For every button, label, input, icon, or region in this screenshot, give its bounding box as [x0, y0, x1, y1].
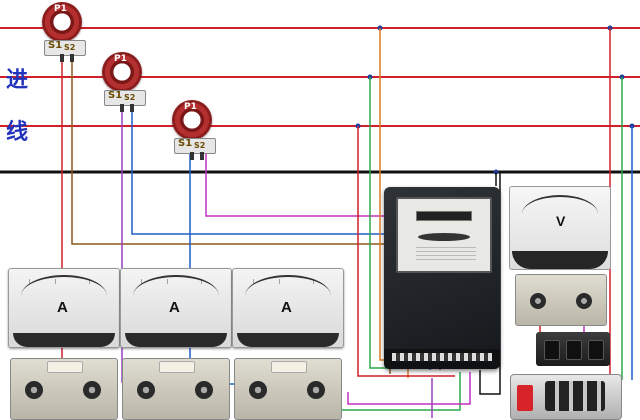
- ammeter-1: | | | A: [8, 268, 120, 420]
- terminal-screw-icon: [137, 381, 155, 399]
- scale-mark: |: [29, 279, 31, 285]
- ammeter-terminal-body: [234, 358, 342, 420]
- scale-mark: |: [201, 279, 203, 285]
- meter-scale-arc: [245, 275, 331, 317]
- ammeter-face: | | | A: [120, 268, 232, 348]
- energy-counter: [416, 211, 472, 221]
- ammeter-unit: A: [169, 299, 180, 316]
- voltmeter-unit: V: [556, 213, 566, 229]
- terminal-screw-icon: [249, 381, 267, 399]
- scale-mark: |: [167, 279, 169, 285]
- ct-p1-label: P1: [114, 54, 127, 64]
- terminal-screw-icon: [307, 381, 325, 399]
- ammeter-terminal-body: [122, 358, 230, 420]
- meter-cap: [47, 361, 83, 373]
- incoming-label-1: 进: [6, 68, 30, 93]
- ct-s2-label: S2: [64, 43, 76, 52]
- terminal-screw-icon: [195, 381, 213, 399]
- ct-ring-icon: [42, 2, 82, 42]
- switch-contact: [544, 340, 560, 360]
- voltmeter: V: [509, 186, 611, 326]
- nameplate-lines: [416, 247, 476, 261]
- scale-mark: |: [313, 279, 315, 285]
- wire-neutral-return: [479, 172, 501, 395]
- switch-handle-icon: [517, 385, 533, 411]
- ct-terminal-block: [104, 90, 146, 106]
- meter-base: [237, 333, 339, 347]
- ct-terminal: [70, 54, 74, 62]
- ct-terminal-block: [174, 138, 216, 154]
- ct-p1-label: P1: [54, 4, 67, 14]
- ct-s2-label: S2: [124, 93, 136, 102]
- ct-s1-label: S1: [178, 138, 193, 149]
- scale-mark: |: [89, 279, 91, 285]
- meter-base: [512, 251, 608, 269]
- ct-terminal: [190, 152, 194, 160]
- scale-mark: |: [55, 279, 57, 285]
- ct-terminal: [60, 54, 64, 62]
- energy-meter-window: [396, 197, 492, 273]
- terminal-screw-icon: [25, 381, 43, 399]
- switch-contact: [588, 340, 604, 360]
- current-transformer-3: P1 S1 S2: [170, 100, 226, 162]
- scale-mark: |: [253, 279, 255, 285]
- scale-mark: |: [279, 279, 281, 285]
- ct-s2-label: S2: [194, 141, 206, 150]
- voltmeter-selector-switch: [510, 330, 622, 420]
- scale-mark: |: [141, 279, 143, 285]
- meter-cap: [159, 361, 195, 373]
- meter-scale-arc: [522, 195, 598, 233]
- meter-base: [13, 333, 115, 347]
- terminal-screw-icon: [83, 381, 101, 399]
- ammeter-face: | | | A: [232, 268, 344, 348]
- ammeter-terminal-body: [10, 358, 118, 420]
- ammeter-face: | | | A: [8, 268, 120, 348]
- ct-p1-label: P1: [184, 102, 197, 112]
- terminal-screw-icon: [576, 293, 592, 309]
- switch-body: [510, 374, 622, 420]
- energy-terminals: [392, 353, 492, 361]
- energy-meter: [384, 187, 500, 369]
- ammeter-unit: A: [57, 299, 68, 316]
- wire-phase-c: [357, 126, 455, 377]
- ct-terminal-block: [44, 40, 86, 56]
- voltmeter-terminal-body: [515, 274, 607, 326]
- energy-disk: [418, 233, 470, 241]
- wire-em-out-2: [347, 372, 471, 405]
- terminal-screw-icon: [530, 293, 546, 309]
- meter-scale-arc: [21, 275, 107, 317]
- meter-base: [125, 333, 227, 347]
- incoming-label-2: 线: [6, 120, 30, 145]
- switch-contact-block: [536, 332, 610, 366]
- current-transformer-2: P1 S1 S2: [100, 52, 156, 114]
- current-transformer-1: P1 S1 S2: [40, 2, 96, 64]
- ct-s1-label: S1: [48, 40, 63, 51]
- ct-ring-icon: [102, 52, 142, 92]
- ct-s1-label: S1: [108, 90, 123, 101]
- ammeter-2: | | | A: [120, 268, 232, 420]
- meter-cap: [271, 361, 307, 373]
- ct-terminal: [130, 104, 134, 112]
- ct-terminal: [120, 104, 124, 112]
- switch-contact: [566, 340, 582, 360]
- meter-scale-arc: [133, 275, 219, 317]
- ct-ring-icon: [172, 100, 212, 140]
- ct-terminal: [200, 152, 204, 160]
- ammeter-unit: A: [281, 299, 292, 316]
- ammeter-3: | | | A: [232, 268, 344, 420]
- switch-cam-stack: [545, 381, 605, 411]
- voltmeter-face: V: [509, 186, 611, 270]
